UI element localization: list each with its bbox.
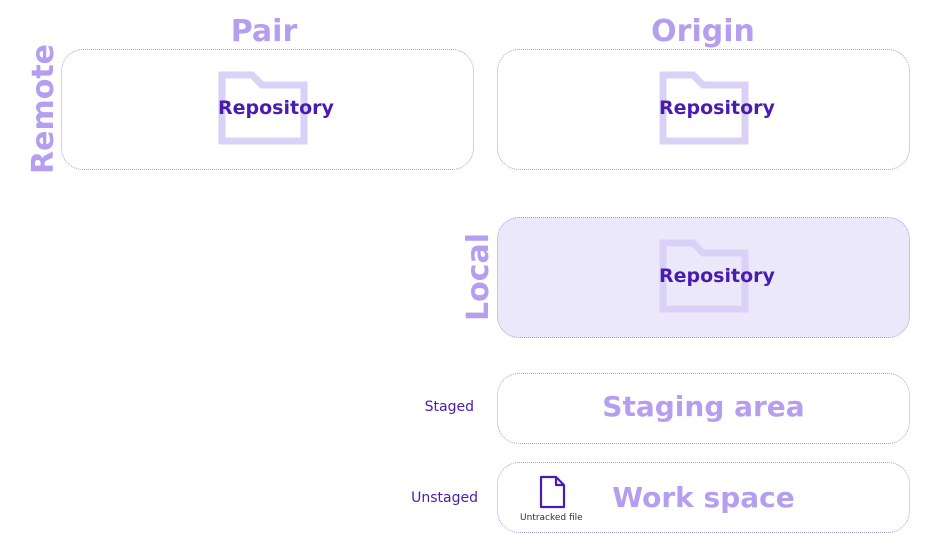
workspace-box: Work space Untracked file — [497, 462, 910, 533]
repository-label: Repository — [659, 265, 775, 287]
origin-remote-box: Repository — [497, 49, 910, 170]
folder-icon — [659, 239, 749, 313]
folder-icon — [659, 71, 749, 145]
remote-label: Remote — [26, 43, 61, 174]
unstaged-label: Unstaged — [411, 490, 478, 506]
pair-remote-box: Repository — [61, 49, 474, 170]
staging-area-box: Staging area — [497, 373, 910, 444]
origin-repository: Repository — [659, 71, 775, 145]
repository-label: Repository — [218, 97, 334, 119]
pair-title: Pair — [230, 14, 298, 49]
staging-area-title: Staging area — [602, 390, 805, 423]
local-repository-box: Repository — [497, 217, 910, 338]
folder-icon — [218, 71, 308, 145]
file-icon — [539, 475, 566, 509]
untracked-file-caption: Untracked file — [520, 513, 583, 523]
repository-label: Repository — [659, 97, 775, 119]
local-label: Local — [461, 232, 496, 322]
staged-label: Staged — [424, 399, 474, 415]
origin-title: Origin — [651, 14, 755, 49]
workspace-title: Work space — [612, 481, 795, 514]
pair-repository: Repository — [218, 71, 334, 145]
local-repository: Repository — [659, 239, 775, 313]
